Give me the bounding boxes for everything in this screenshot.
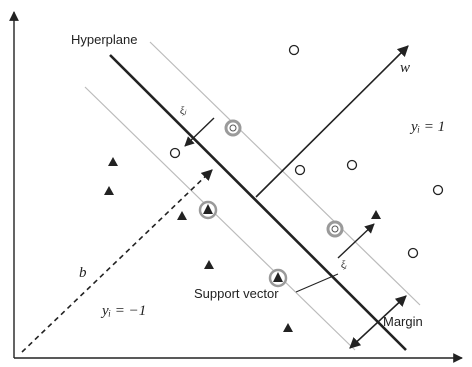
support-vector-positive xyxy=(326,220,344,238)
support-vector-pointer xyxy=(295,273,339,293)
pos-point xyxy=(169,147,181,159)
neg-point xyxy=(204,260,214,269)
neg-point xyxy=(108,157,118,166)
slack-i-arrow xyxy=(337,223,375,259)
w-label: w xyxy=(400,60,410,76)
class-neg-label: yᵢ = −1 xyxy=(100,303,146,319)
xi-j-label: ξⱼ xyxy=(180,106,187,117)
neg-point xyxy=(283,323,293,332)
support-vector-positive xyxy=(224,119,242,137)
support-vector-negative xyxy=(268,268,288,288)
support-vector-negative xyxy=(198,200,218,220)
margin-label: Margin xyxy=(383,314,423,329)
pos-point xyxy=(346,159,358,171)
pos-point xyxy=(288,44,300,56)
pos-point xyxy=(294,164,306,176)
b-label: b xyxy=(79,265,87,281)
w-vector xyxy=(255,45,409,198)
margin-double-arrow xyxy=(349,295,407,349)
slack-j-arrow xyxy=(184,117,215,147)
neg-point xyxy=(371,210,381,219)
hyperplane-label: Hyperplane xyxy=(71,32,138,47)
support-vector-label: Support vector xyxy=(194,286,279,301)
neg-point xyxy=(104,186,114,195)
margin-line-negative xyxy=(84,86,356,351)
neg-point xyxy=(177,211,187,220)
xi-i-label: ξᵢ xyxy=(341,260,347,271)
hyperplane-line xyxy=(109,54,407,351)
pos-point xyxy=(407,247,419,259)
b-vector xyxy=(21,169,213,353)
class-pos-label: yᵢ = 1 xyxy=(409,119,445,135)
pos-point xyxy=(432,184,444,196)
margin-line-positive xyxy=(149,41,421,306)
